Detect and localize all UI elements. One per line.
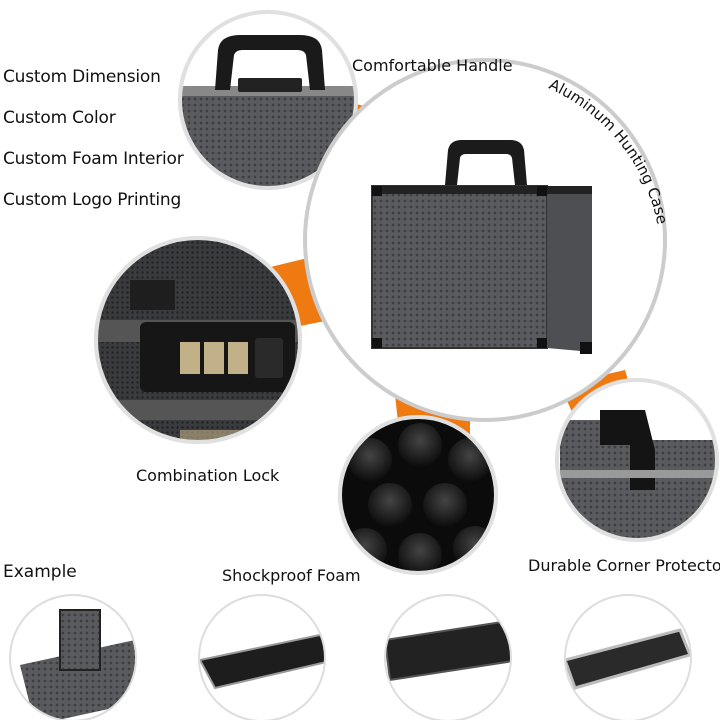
label-comfortable-handle: Comfortable Handle	[352, 56, 513, 75]
feature-custom-foam: Custom Foam Interior	[3, 149, 184, 169]
feature-custom-logo: Custom Logo Printing	[3, 190, 182, 210]
corner-detail-photo	[555, 378, 719, 542]
label-example: Example	[3, 562, 77, 582]
main-case-photo	[303, 58, 667, 422]
combination-lock-icon	[140, 322, 295, 392]
label-combination-lock: Combination Lock	[136, 466, 280, 485]
feature-custom-dimension: Custom Dimension	[3, 67, 161, 87]
foam-detail-photo	[338, 415, 498, 575]
label-shockproof-foam: Shockproof Foam	[222, 566, 361, 585]
corner-protector-icon	[557, 380, 717, 540]
example-photo-3	[384, 594, 512, 720]
example-photo-1	[9, 594, 137, 720]
label-durable-corner: Durable Corner Protector	[528, 556, 720, 575]
handle-icon	[215, 35, 325, 90]
example-photo-4	[564, 594, 692, 720]
feature-custom-color: Custom Color	[3, 108, 116, 128]
example-photo-2	[198, 594, 326, 720]
lock-detail-photo	[94, 236, 302, 444]
foam-icon	[340, 417, 496, 573]
